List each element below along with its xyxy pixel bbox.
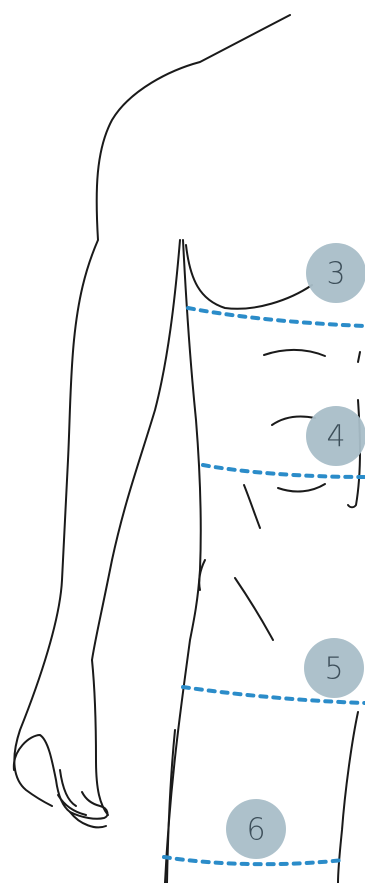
badge-number-6: 6 [246,813,265,848]
ab-stroke-2 [244,485,260,528]
oblique-stroke [235,578,273,640]
marker-badge-4: 4 [306,406,365,466]
measurement-line-3 [188,308,365,326]
marker-badge-6: 6 [226,799,286,859]
measurement-line-4 [203,465,365,477]
rib-stroke-2 [272,416,315,425]
badge-number-4: 4 [326,420,345,455]
marker-badge-3: 3 [306,243,365,303]
badge-number-3: 3 [326,257,345,292]
shoulder-back-contour [14,15,290,806]
arm-front-edge [92,660,108,815]
badge-number-5: 5 [324,652,343,687]
center-line-top [358,352,360,362]
inner-arm-line [92,240,180,660]
ab-stroke-1 [278,484,325,491]
marker-badge-5: 5 [304,638,364,698]
body-outline [14,15,360,883]
rib-stroke-1 [264,350,325,356]
thigh-outline [338,712,358,883]
chest-curve [186,245,312,309]
